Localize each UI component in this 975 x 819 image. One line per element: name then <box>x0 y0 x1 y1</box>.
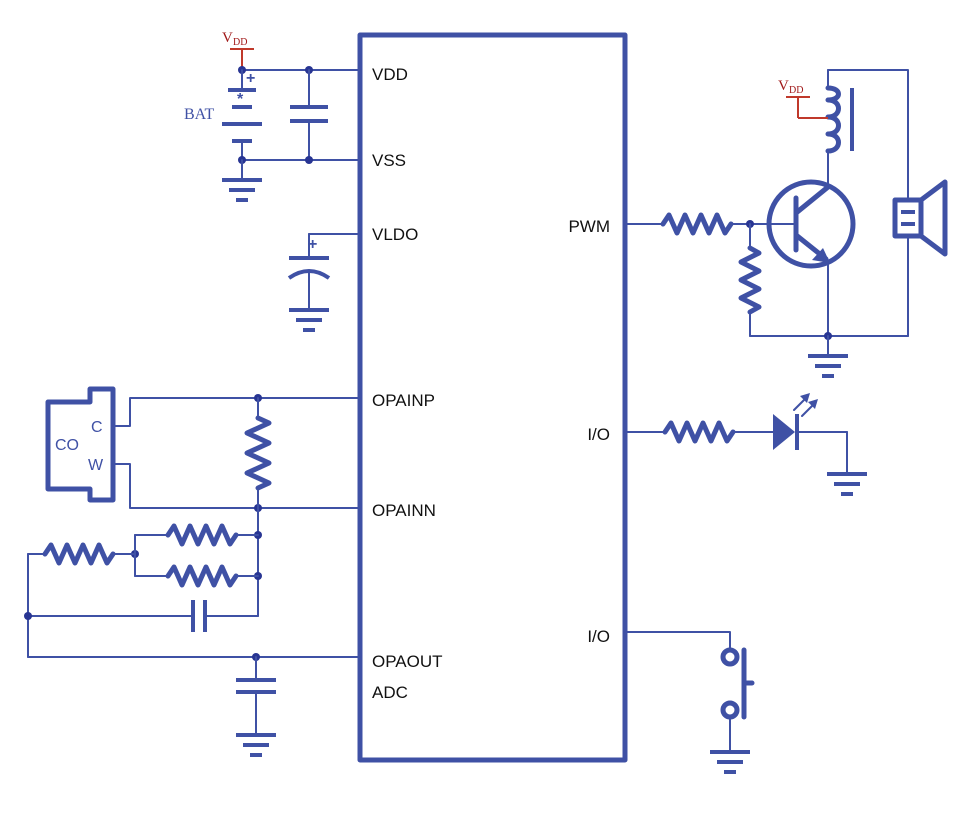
vdd-supply-symbol: V DD <box>778 78 828 119</box>
battery: + * <box>222 69 262 161</box>
vdd-supply-symbol: V DD <box>222 30 254 70</box>
pin-label-pwm: PWM <box>568 217 610 236</box>
vldo-capacitor-plus-sign: + <box>308 236 317 253</box>
svg-text:V: V <box>778 78 789 94</box>
led-series-resistor <box>662 420 774 444</box>
feedback-capacitor <box>27 600 259 632</box>
pin-label-opainp: OPAINP <box>372 391 435 410</box>
pwm-base-resistor <box>660 212 772 236</box>
base-pulldown-resistor <box>738 223 762 337</box>
junction-dot <box>305 156 313 164</box>
sensor-pin-w-label: W <box>88 457 104 474</box>
opainn-wire <box>112 463 361 509</box>
feedback-parallel-resistor-top <box>134 523 259 547</box>
battery-plus-sign: + <box>246 70 255 87</box>
svg-text:V: V <box>222 30 233 46</box>
decoupling-capacitor <box>290 69 328 161</box>
pin-label-io-1: I/O <box>587 425 610 444</box>
feedback-series-resistor <box>27 542 136 566</box>
ground-symbol <box>222 178 262 202</box>
emitter-arrow-icon <box>812 248 830 263</box>
ground-symbol <box>808 354 848 378</box>
adc-filter-capacitor <box>236 656 276 734</box>
pin-label-vss: VSS <box>372 151 406 170</box>
npn-transistor <box>766 179 856 269</box>
ground-symbol <box>236 733 276 757</box>
sensor-pin-c-label: C <box>91 419 103 436</box>
pin-label-opainn: OPAINN <box>372 501 436 520</box>
vldo-capacitor: + <box>287 233 331 311</box>
pin-label-vdd: VDD <box>372 65 408 84</box>
buzzer-inductor <box>825 85 854 154</box>
ground-symbol <box>710 750 750 774</box>
buzzer-speaker <box>892 179 948 257</box>
co-sensor-label: CO <box>55 437 79 454</box>
svg-text:DD: DD <box>789 85 803 96</box>
battery-star-mark: * <box>237 91 244 108</box>
co-sensor: CO C W <box>45 386 116 503</box>
buzzer-wire <box>827 69 909 201</box>
ground-symbol <box>827 472 867 496</box>
power-section: V DD + * BAT <box>184 30 361 332</box>
io-button-wire <box>624 631 731 651</box>
pin-label-vldo: VLDO <box>372 225 418 244</box>
junction-dot <box>24 612 32 620</box>
push-button <box>720 647 755 751</box>
opainp-wire <box>112 397 361 427</box>
battery-label: BAT <box>184 106 214 123</box>
sensor-load-resistor <box>244 397 272 509</box>
ground-symbol <box>289 308 329 332</box>
svg-text:DD: DD <box>233 37 247 48</box>
pin-label-adc: ADC <box>372 683 408 702</box>
pin-label-io-2: I/O <box>587 627 610 646</box>
led <box>773 393 848 450</box>
pin-label-opaout: OPAOUT <box>372 652 443 671</box>
feedback-parallel-resistor-bottom <box>134 564 259 588</box>
